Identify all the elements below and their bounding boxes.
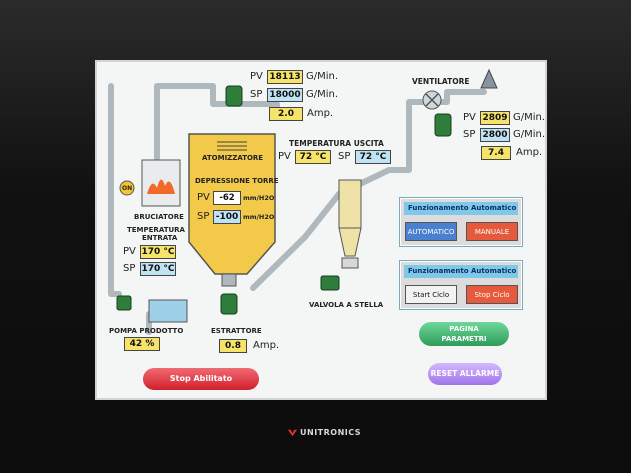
atomizer-amp-value: 2.0 (269, 107, 303, 121)
tower-sp-tag: SP (197, 211, 210, 222)
fan-motor-icon (434, 113, 452, 137)
pump-motor-icon (116, 295, 132, 311)
inlet-temp-label-1: TEMPERATURA (127, 226, 185, 234)
tower-label: DEPRESSIONE TORRE (195, 177, 279, 185)
tower-pv-value: -62 (213, 191, 241, 205)
atomizer-pv-tag: PV (250, 71, 263, 82)
tower-sp-value[interactable]: -100 (213, 210, 241, 224)
inlet-sp-tag: SP (123, 263, 136, 274)
start-cycle-button[interactable]: Start Ciclo (405, 285, 457, 304)
atomizer-sp-value[interactable]: 18000 (267, 88, 303, 102)
fan-sp-unit: G/Min. (513, 129, 546, 140)
burner-flame (147, 179, 175, 194)
outlet-pipe (250, 89, 487, 291)
reset-alarm-button[interactable]: RESET ALLARME (428, 363, 502, 385)
page-parameters-button[interactable]: PAGINA PARAMETRI (419, 322, 509, 346)
manual-button[interactable]: MANUALE (466, 222, 518, 241)
atomizer-amp-unit: Amp. (307, 108, 334, 119)
rotary-valve-label: VALVOLA A STELLA (309, 301, 384, 309)
atomizer-motor-icon (225, 85, 243, 107)
cyclone (338, 179, 362, 229)
page-parameters-line-2: PARAMETRI (441, 335, 487, 343)
outlet-pv-tag: PV (278, 151, 291, 162)
outlet-temp-label: TEMPERATURA USCITA (289, 139, 384, 148)
outlet-pv-value: 72 °C (295, 150, 331, 164)
pump-value: 42 % (124, 337, 160, 351)
fan-pv-value: 2809 (480, 111, 510, 125)
extractor-amp-value: 0.8 (219, 339, 247, 353)
stop-enabled-button[interactable]: Stop Abilitato (143, 368, 259, 390)
rotary-valve-icon (341, 257, 359, 269)
fan-amp-value: 7.4 (481, 146, 511, 160)
air-pipe-top (154, 83, 280, 161)
pump-label: POMPA PRODOTTO (109, 327, 184, 335)
unitronics-logo-icon (288, 429, 297, 437)
valve-motor-icon (320, 275, 340, 291)
atomizer-pv-value: 18113 (267, 70, 303, 84)
tower-sp-unit: mm/H2O (243, 213, 275, 221)
automatic-button[interactable]: AUTOMATICO (405, 222, 457, 241)
atomizer-pv-unit: G/Min. (306, 71, 339, 82)
inlet-pv-value: 170 °C (140, 245, 176, 259)
burner-on-lamp (119, 180, 135, 196)
cycle-panel-title: Funzionamento Automatico (404, 265, 518, 278)
inlet-sp-value[interactable]: 170 °C (140, 262, 176, 276)
inlet-pv-tag: PV (123, 246, 136, 257)
atomizer-sp-unit: G/Min. (306, 89, 339, 100)
atomizer-label: ATOMIZZATORE (202, 154, 264, 162)
hmi-screen: PV 18113 G/Min. SP 18000 G/Min. 2.0 Amp.… (95, 60, 547, 400)
outlet-sp-value[interactable]: 72 °C (355, 150, 391, 164)
auto-mode-panel-title: Funzionamento Automatico (404, 202, 518, 215)
extractor-motor-icon (220, 293, 238, 315)
fan-amp-unit: Amp. (516, 147, 543, 158)
exhaust-arrow-icon (480, 68, 498, 89)
extractor-amp-unit: Amp. (253, 340, 280, 351)
tower-pv-unit: mm/H2O (243, 194, 275, 202)
brand-name: UNITRONICS (300, 428, 362, 437)
fan-label: VENTILATORE (412, 77, 470, 86)
auto-mode-panel: Funzionamento Automatico AUTOMATICO MANU… (399, 197, 523, 247)
page-parameters-line-1: PAGINA (449, 325, 479, 333)
burner-label: BRUCIATORE (134, 213, 184, 221)
tower-pv-tag: PV (197, 192, 210, 203)
brand-logo: UNITRONICS (288, 428, 361, 437)
fan-pv-tag: PV (463, 112, 476, 123)
feed-pipe-left (108, 83, 122, 297)
cycle-panel: Funzionamento Automatico Start Ciclo Sto… (399, 260, 523, 310)
fan-sp-tag: SP (463, 129, 476, 140)
burner-state[interactable]: ON (122, 185, 133, 192)
fan-pv-unit: G/Min. (513, 112, 546, 123)
inlet-temp-label-2: ENTRATA (142, 234, 178, 242)
process-diagram (108, 68, 498, 335)
stop-cycle-button[interactable]: Stop Ciclo (466, 285, 518, 304)
product-tank (148, 299, 188, 323)
atomizer-sp-tag: SP (250, 89, 263, 100)
extractor-label: ESTRATTORE (211, 327, 262, 335)
fan-sp-value[interactable]: 2800 (480, 128, 510, 142)
outlet-sp-tag: SP (338, 151, 351, 162)
